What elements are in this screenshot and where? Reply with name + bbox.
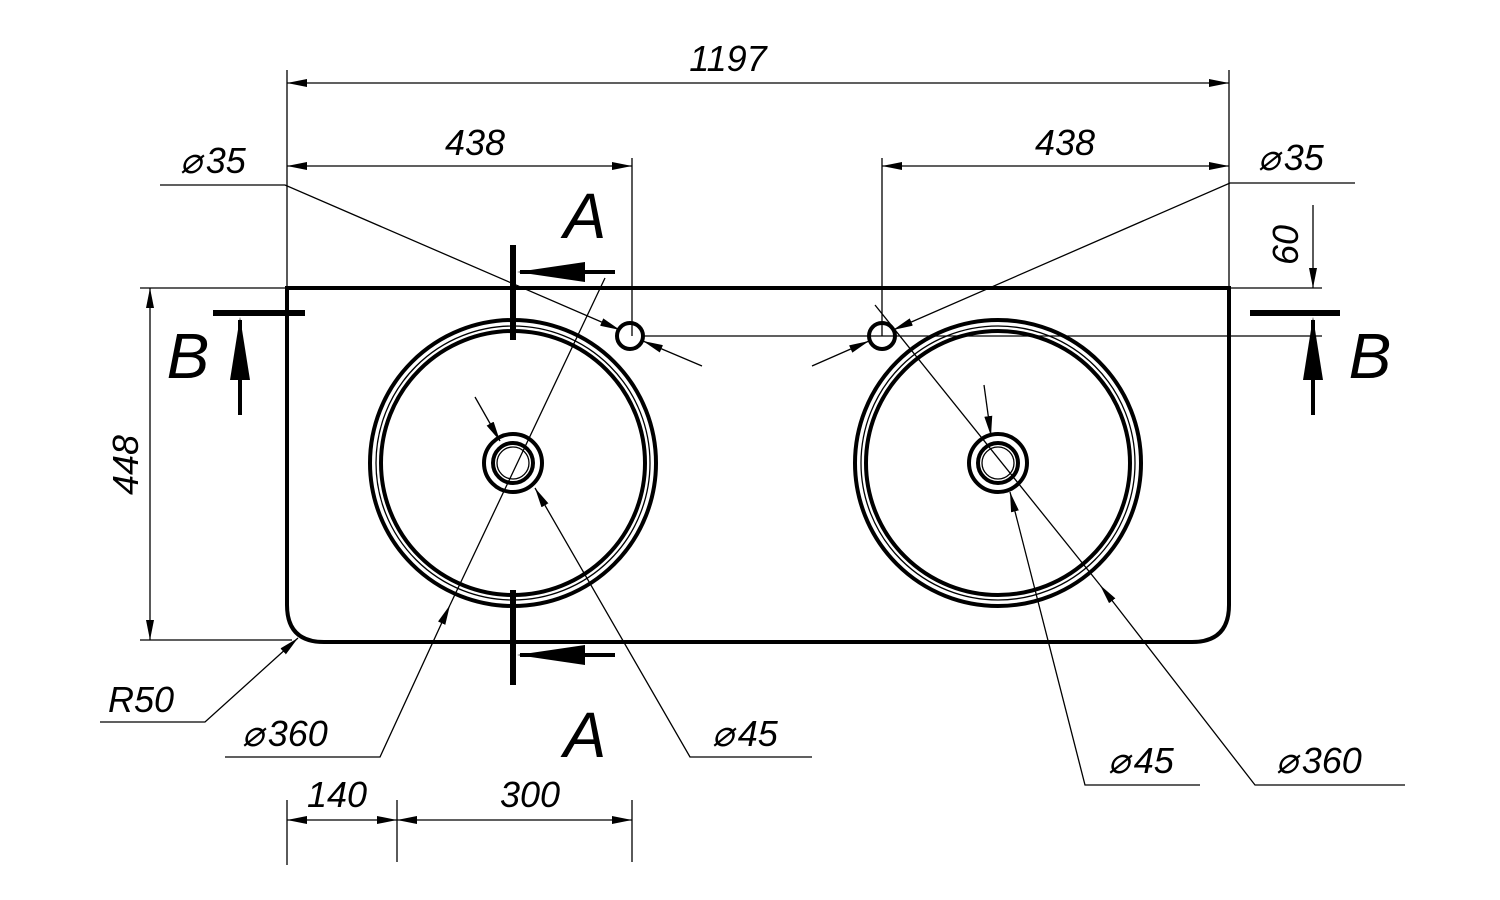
- section-b-right-label: B: [1349, 320, 1392, 392]
- tap-hole-offset-label: 60: [1265, 225, 1306, 265]
- value: 45: [1134, 740, 1175, 781]
- value: 35: [206, 140, 247, 181]
- section-b-markers: [213, 310, 1340, 415]
- basin-offset-label: 140: [307, 774, 367, 815]
- value: 45: [738, 713, 779, 754]
- value: 35: [1284, 137, 1325, 178]
- basin-spacing-label: 300: [500, 774, 560, 815]
- left-drain-diameter-label: ⌀45: [712, 713, 779, 754]
- left-tap-hole: [615, 321, 645, 351]
- left-offset-label: 438: [445, 122, 505, 163]
- value: 360: [1302, 740, 1362, 781]
- corner-radius-label: R50: [108, 679, 174, 720]
- diameter-symbol: ⌀: [1258, 137, 1283, 178]
- left-tap-hole-label: ⌀35: [180, 140, 247, 181]
- section-a-markers: [510, 245, 615, 685]
- leader-lines: [100, 182, 1405, 786]
- right-tap-hole-label: ⌀35: [1258, 137, 1325, 178]
- overall-width-label: 1197: [689, 38, 768, 79]
- right-offset-label: 438: [1035, 122, 1095, 163]
- right-drain-diameter-label: ⌀45: [1108, 740, 1175, 781]
- section-a-bottom-label: A: [560, 699, 607, 771]
- countertop-outline: [285, 286, 1231, 644]
- left-basin: [368, 318, 658, 608]
- section-b-left-label: B: [167, 320, 210, 392]
- diameter-symbol: ⌀: [180, 140, 205, 181]
- diameter-symbol: ⌀: [242, 713, 267, 754]
- depth-label: 448: [105, 435, 146, 495]
- left-basin-diameter-label: ⌀360: [242, 713, 328, 754]
- right-basin: [853, 318, 1143, 608]
- diameter-symbol: ⌀: [712, 713, 737, 754]
- right-basin-diameter-label: ⌀360: [1276, 740, 1362, 781]
- value: 360: [268, 713, 328, 754]
- section-a-top-label: A: [560, 180, 607, 252]
- diameter-symbol: ⌀: [1276, 740, 1301, 781]
- extension-lines: [140, 70, 1322, 865]
- diameter-symbol: ⌀: [1108, 740, 1133, 781]
